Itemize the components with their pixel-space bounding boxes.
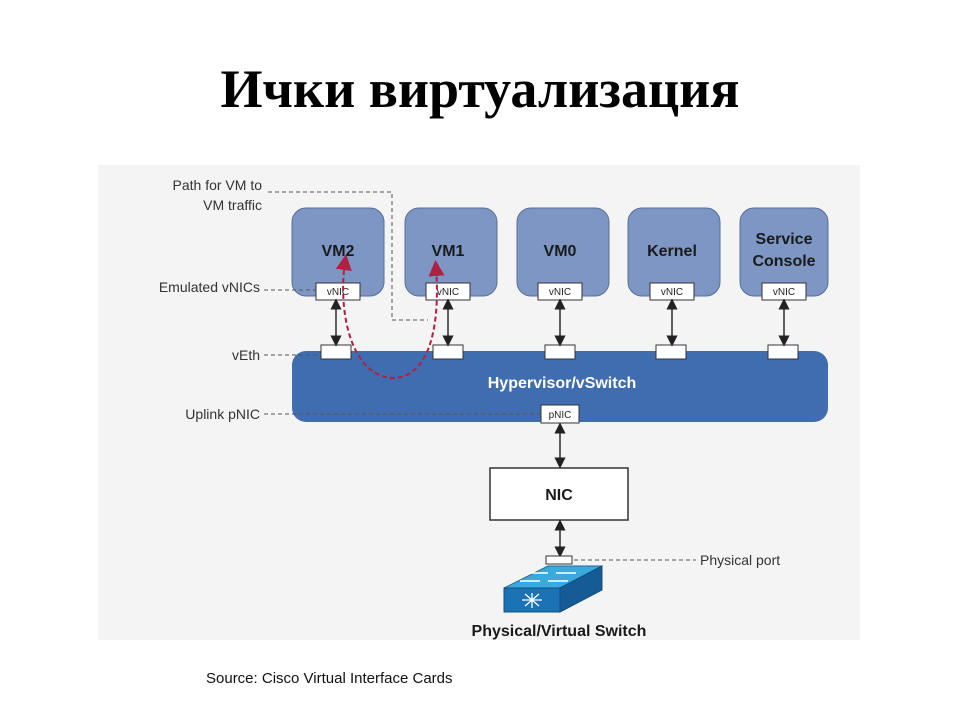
hypervisor-switch: [292, 351, 828, 422]
vnic-label: vNIC: [327, 287, 349, 298]
path-label-line1: Path for VM to: [173, 177, 263, 193]
vm-label: VM0: [544, 243, 577, 260]
nic-label: NIC: [545, 487, 573, 504]
vnic-veth-arrows: [330, 298, 790, 347]
physical-switch-icon: [503, 565, 603, 613]
vm-label: VM1: [432, 243, 465, 260]
vm-label: Kernel: [647, 243, 697, 260]
vm-box-vm2: VM2 vNIC: [291, 207, 385, 301]
pnic-label: pNIC: [549, 410, 572, 421]
veth-ports: [320, 344, 799, 360]
vm-label: VM2: [322, 243, 355, 260]
veth-label: vEth: [232, 347, 260, 363]
vnic-label: vNIC: [549, 287, 571, 298]
vnic-label: vNIC: [773, 287, 795, 298]
switch-label: Physical/Virtual Switch: [472, 623, 647, 640]
vm-box-vm1: VM1 vNIC: [404, 207, 498, 301]
nic-box: [489, 467, 629, 521]
physical-port-label: Physical port: [700, 552, 780, 568]
vm-label: Service: [756, 231, 813, 248]
emulated-vnics-label: Emulated vNICs: [159, 279, 260, 295]
vm-to-vm-traffic-path: [335, 254, 445, 380]
source-caption: Source: Cisco Virtual Interface Cards: [206, 670, 453, 687]
callout-lines: [264, 191, 696, 561]
slide-title: Ички виртуализация: [220, 59, 740, 119]
hypervisor-label: Hypervisor/vSwitch: [488, 375, 637, 392]
vm-box-vm0: VM0 vNIC: [516, 207, 610, 301]
physical-port: [545, 555, 573, 565]
vm-box-service-console: Service Console vNIC: [739, 207, 829, 301]
vm-box-kernel: Kernel vNIC: [627, 207, 721, 301]
uplink-pnic-label: Uplink pNIC: [185, 406, 260, 422]
vnic-label: vNIC: [437, 287, 459, 298]
path-label-line2: VM traffic: [203, 197, 262, 213]
vm-label-line2: Console: [752, 253, 815, 270]
vnic-label: vNIC: [661, 287, 683, 298]
